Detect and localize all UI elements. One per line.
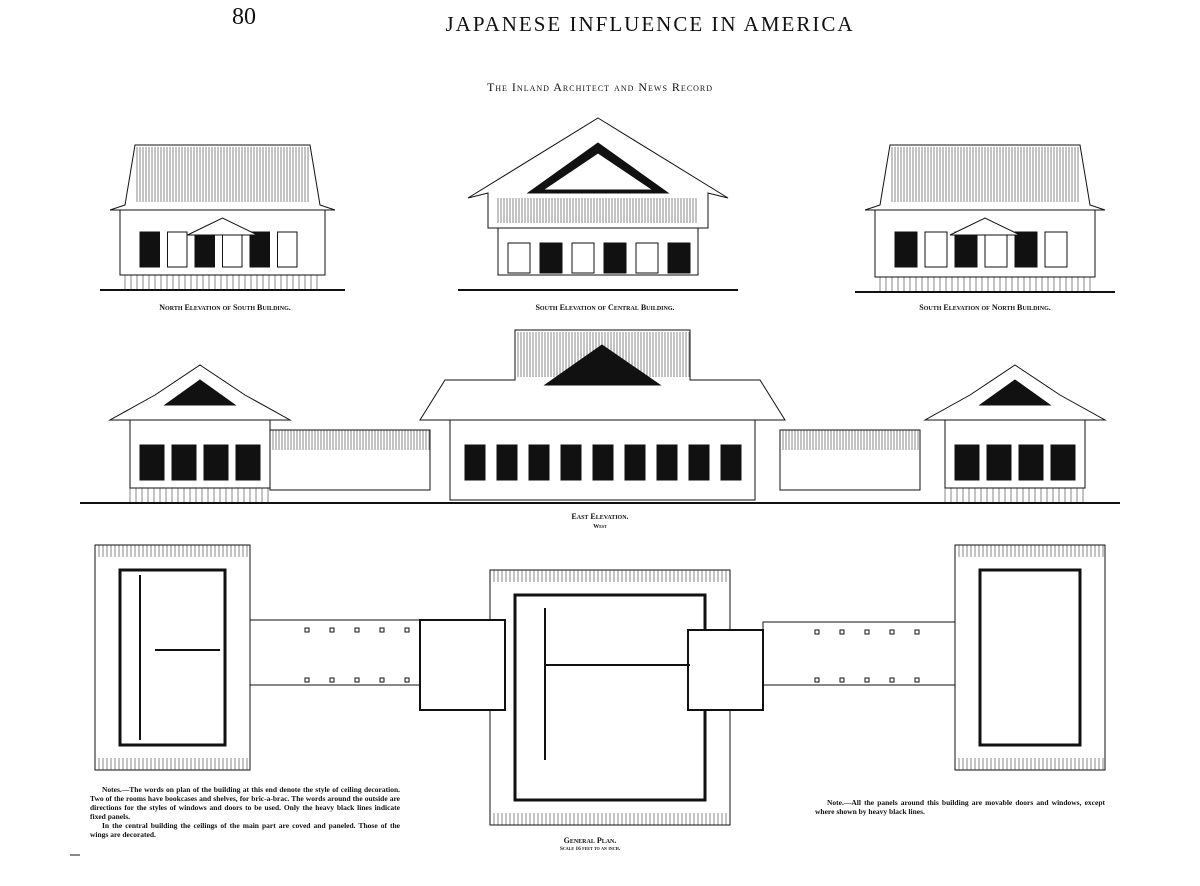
plan-post (839, 629, 845, 635)
north-elevation-south-building-window (167, 231, 188, 268)
east-elevation-south-pavilion-window (139, 444, 165, 481)
plan-post (839, 677, 845, 683)
notes-right: Note.—All the panels around this buildin… (815, 798, 1105, 816)
east-elevation-central-window (496, 444, 518, 481)
caption-south-elevation-north-building: South Elevation of North Building. (919, 303, 1051, 312)
plan-post (304, 677, 310, 683)
subtitle: The Inland Architect and News Record (486, 80, 714, 94)
plan-post (404, 627, 410, 633)
notes-left-paragraph-2: In the central building the ceilings of … (90, 821, 400, 839)
south-elevation-central-building-window (667, 242, 691, 274)
east-elevation-north-pavilion-window (954, 444, 980, 481)
plan-post (354, 677, 360, 683)
plan-post (354, 627, 360, 633)
east-elevation-south-pavilion-window (203, 444, 229, 481)
running-title: JAPANESE INFLUENCE IN AMERICA (445, 12, 855, 36)
plan-post (404, 677, 410, 683)
caption-south-elevation-central-building: South Elevation of Central Building. (535, 303, 675, 312)
south-elevation-central-building-window (635, 242, 659, 274)
south-elevation-north-building-window (984, 231, 1008, 268)
north-elevation-south-building-roof (109, 144, 336, 211)
east-elevation-central-window (656, 444, 678, 481)
south-elevation-central-building-wall (497, 227, 699, 276)
east-elevation-central-window (592, 444, 614, 481)
north-elevation-south-building-window (194, 231, 215, 268)
plan-post (914, 677, 920, 683)
caption-west: West (593, 524, 607, 530)
north-elevation-south-building-window (277, 231, 298, 268)
south-elevation-central-building-window (571, 242, 595, 274)
east-elevation-north-corridor (779, 429, 921, 491)
plan-post (814, 677, 820, 683)
caption-scale: Scale 16 feet to an inch. (559, 846, 621, 852)
plan-central-east-wing (687, 629, 764, 711)
caption-east-elevation: East Elevation. (571, 512, 629, 521)
east-elevation-central-window (688, 444, 710, 481)
south-elevation-central-building-window (603, 242, 627, 274)
east-elevation-north-pavilion-window (1050, 444, 1076, 481)
east-elevation-central-gable (543, 344, 662, 386)
north-elevation-south-building-window (139, 231, 160, 268)
page-number: 80 (232, 4, 256, 30)
east-elevation-south-pavilion-gable (163, 379, 237, 406)
plan-post (914, 629, 920, 635)
plan-post (379, 677, 385, 683)
east-elevation-north-pavilion-window (1018, 444, 1044, 481)
plan-post (379, 627, 385, 633)
south-elevation-north-building-window (1044, 231, 1068, 268)
plan-post (889, 629, 895, 635)
north-elevation-south-building-window (249, 231, 270, 268)
south-elevation-north-building-porch-roof (949, 217, 1021, 236)
notes-left-paragraph-1: Notes.—The words on plan of the building… (90, 785, 400, 821)
plan-central-west-wing (419, 619, 506, 711)
east-elevation-south-pavilion-window (235, 444, 261, 481)
south-elevation-north-building-window (894, 231, 918, 268)
plan-north-corridor (762, 621, 956, 686)
plan-post (889, 677, 895, 683)
east-elevation-central-window (464, 444, 486, 481)
plan-central-building-walls (513, 593, 707, 802)
plan-post (329, 627, 335, 633)
plan-south-building-walls (118, 568, 227, 747)
north-elevation-south-building-window (222, 231, 243, 268)
north-elevation-south-building-porch-roof (187, 217, 258, 236)
east-elevation-central-window (720, 444, 742, 481)
plan-post (329, 677, 335, 683)
south-elevation-north-building-window (924, 231, 948, 268)
east-elevation-north-pavilion-gable (978, 379, 1052, 406)
south-elevation-central-building-window (507, 242, 531, 274)
east-elevation-central-window (624, 444, 646, 481)
notes-left: Notes.—The words on plan of the building… (90, 785, 400, 839)
east-elevation-central-window (560, 444, 582, 481)
caption-north-elevation-south-building: North Elevation of South Building. (159, 303, 291, 312)
caption-general-plan: General Plan. (563, 836, 617, 845)
plan-post (814, 629, 820, 635)
plan-south-corridor (249, 619, 421, 686)
east-elevation-south-corridor (269, 429, 431, 491)
south-elevation-central-building-window (539, 242, 563, 274)
plan-post (304, 627, 310, 633)
east-elevation-central-window (528, 444, 550, 481)
east-elevation-north-pavilion-window (986, 444, 1012, 481)
south-elevation-central-building-gable-inner (541, 152, 655, 191)
plan-post (864, 677, 870, 683)
south-elevation-north-building-window (954, 231, 978, 268)
plan-north-building-walls (978, 568, 1082, 747)
south-elevation-north-building-window (1014, 231, 1038, 268)
east-elevation-south-pavilion-window (171, 444, 197, 481)
plan-post (864, 629, 870, 635)
